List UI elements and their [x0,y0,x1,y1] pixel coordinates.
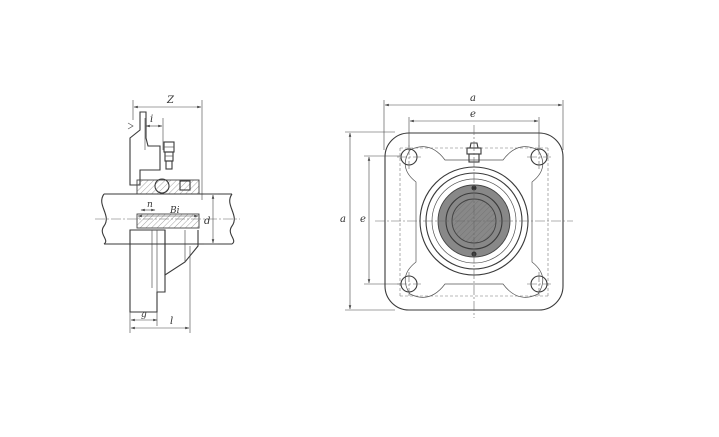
reference-mark-icon [127,122,134,130]
label-i: i [150,114,153,125]
dimension-g: g [129,310,158,333]
label-e-side: e [360,214,366,225]
label-z: Z [166,95,175,106]
label-a-side: a [340,214,346,225]
front-view: a e a e [340,93,573,318]
dimension-d: d [204,193,218,245]
label-d: d [204,216,210,227]
dimension-l: l [130,246,191,333]
bearing-insert-section [136,178,200,229]
label-l: l [170,316,173,327]
label-e-top: e [470,109,476,120]
dimension-e-side: e [360,155,400,285]
grease-nipple-side [163,141,175,170]
shaft [95,193,240,245]
label-n: n [147,200,153,210]
dimension-i: i [144,114,164,150]
label-g: g [141,310,147,320]
dimension-n: n [140,200,156,212]
label-a-top: a [470,93,476,104]
set-screw-icon [471,185,477,191]
dimension-a-top: a [383,93,564,150]
dimension-a-side: a [340,131,395,311]
label-bi: Bi [169,206,180,216]
side-section-view: Z i [95,95,240,333]
dimension-z: Z [132,95,203,200]
bolt-holes [397,145,551,296]
dimension-bi: Bi [137,206,199,218]
